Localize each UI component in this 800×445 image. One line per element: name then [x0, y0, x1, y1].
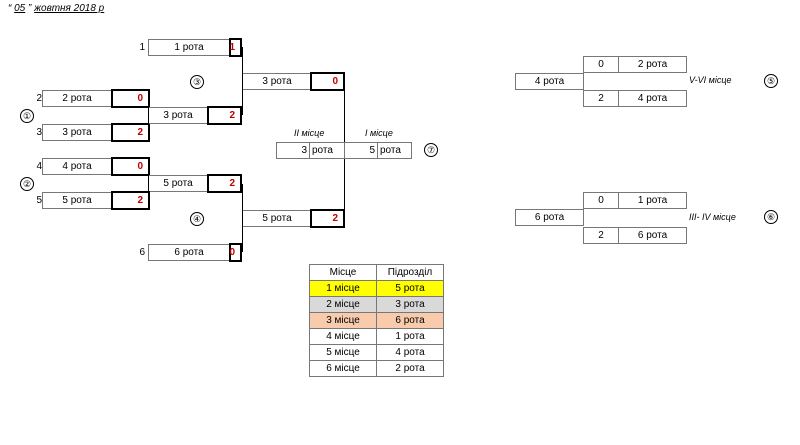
score-cell: 2 [207, 174, 242, 193]
third-fourth-place-label: III- IV місце [689, 212, 736, 222]
table-row: 3 місце 6 рота [309, 312, 444, 329]
connector-line [242, 184, 243, 252]
team-cell: 3 рота [242, 73, 312, 90]
date-quote-close: ” [28, 3, 32, 14]
connector-line [242, 47, 243, 115]
match-number-icon: ② [20, 177, 34, 191]
team-cell: 1 рота [148, 39, 230, 56]
unit-cell: 3 рота [376, 296, 444, 313]
team-cell: 3 рота [148, 107, 208, 124]
place-cell: 4 місце [309, 328, 377, 345]
table-row: 5 місце 4 рота [309, 344, 444, 361]
place-cell: 6 місце [309, 360, 377, 377]
fifth-sixth-place-label: V-VI місце [689, 75, 732, 85]
score-cell: 0 [111, 157, 150, 176]
seed-number: 3 [36, 127, 42, 138]
match-number-icon: ③ [190, 75, 204, 89]
score-cell: 0 [583, 192, 619, 209]
team-cell: 4 рота [42, 158, 112, 175]
place-cell: 3 місце [309, 312, 377, 329]
unit-cell: 4 рота [376, 344, 444, 361]
date-line: “ 05 ” жовтня 2018 р [8, 3, 104, 14]
team-cell: 4 рота [515, 73, 584, 90]
score-cell: 0 [583, 56, 619, 73]
unit-cell: 5 рота [376, 280, 444, 297]
table-row: 2 місце 3 рота [309, 296, 444, 313]
seed-number: 6 [139, 247, 145, 258]
header-unit: Підрозділ [376, 264, 444, 281]
second-place-label: II місце [294, 128, 325, 138]
results-table: Місце Підрозділ 1 місце 5 рота 2 місце 3… [309, 264, 444, 377]
final-right-team: рота [377, 142, 412, 159]
unit-cell: 2 рота [376, 360, 444, 377]
connector-line [148, 98, 149, 132]
team-cell: 5 рота [148, 175, 208, 192]
place-cell: 1 місце [309, 280, 377, 297]
place-cell: 2 місце [309, 296, 377, 313]
score-cell: 2 [111, 191, 150, 210]
match-number-icon: ⑤ [764, 74, 778, 88]
match-number-icon: ⑥ [764, 210, 778, 224]
team-cell: 2 рота [618, 56, 687, 73]
seed-number: 1 [139, 42, 145, 53]
score-cell: 0 [111, 89, 150, 108]
score-cell: 1 [229, 38, 242, 57]
score-cell: 2 [111, 123, 150, 142]
score-cell: 0 [310, 72, 345, 91]
unit-cell: 1 рота [376, 328, 444, 345]
date-day: 05 [14, 3, 26, 14]
final-right-num: 5 [344, 142, 378, 159]
results-header-row: Місце Підрозділ [309, 264, 444, 281]
header-place: Місце [309, 264, 377, 281]
score-cell: 2 [583, 227, 619, 244]
team-cell: 6 рота [515, 209, 584, 226]
team-cell: 6 рота [618, 227, 687, 244]
score-cell: 2 [310, 209, 345, 228]
team-cell: 6 рота [148, 244, 230, 261]
table-row: 6 місце 2 рота [309, 360, 444, 377]
date-quote-open: “ [8, 3, 12, 14]
seed-number: 4 [36, 161, 42, 172]
table-row: 4 місце 1 рота [309, 328, 444, 345]
connector-line [148, 166, 149, 200]
seed-number: 5 [36, 195, 42, 206]
score-cell: 0 [229, 243, 242, 262]
team-cell: 3 рота [42, 124, 112, 141]
final-left-num: 3 [276, 142, 310, 159]
team-cell: 5 рота [42, 192, 112, 209]
score-cell: 2 [207, 106, 242, 125]
table-row: 1 місце 5 рота [309, 280, 444, 297]
unit-cell: 6 рота [376, 312, 444, 329]
seed-number: 2 [36, 93, 42, 104]
score-cell: 2 [583, 90, 619, 107]
team-cell: 4 рота [618, 90, 687, 107]
match-number-icon: ⑦ [424, 143, 438, 157]
final-left-team: рота [309, 142, 345, 159]
date-rest: жовтня 2018 р [34, 3, 105, 14]
match-number-icon: ① [20, 109, 34, 123]
team-cell: 2 рота [42, 90, 112, 107]
team-cell: 1 рота [618, 192, 687, 209]
place-cell: 5 місце [309, 344, 377, 361]
first-place-label: І місце [365, 128, 393, 138]
team-cell: 5 рота [242, 210, 312, 227]
match-number-icon: ④ [190, 212, 204, 226]
